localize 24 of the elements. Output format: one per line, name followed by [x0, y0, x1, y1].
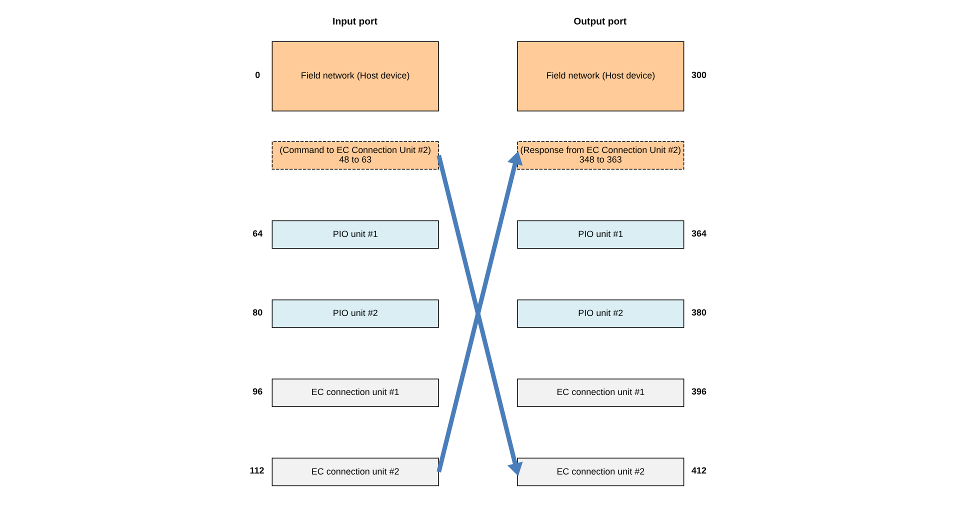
node-label: 380: [691, 307, 706, 318]
node-box: EC connection unit #2: [516, 458, 684, 486]
node-label: 412: [691, 466, 706, 476]
node-label: 96: [252, 386, 262, 397]
node-label: 112: [249, 466, 264, 476]
node-box: PIO unit #2: [516, 300, 684, 328]
node-box: PIO unit #2: [271, 300, 438, 328]
node-box: Field network (Host device): [516, 41, 684, 112]
node-box: EC connection unit #1: [271, 378, 438, 407]
node-box: PIO unit #1: [271, 220, 438, 249]
node-label: 64: [252, 228, 262, 238]
node-box: PIO unit #1: [516, 220, 684, 249]
node-label: 0: [254, 70, 260, 80]
node-box: EC connection unit #1: [516, 378, 684, 407]
node-box: (Command to EC Connection Unit #2) 48 to 63: [271, 141, 438, 170]
node-label: 364: [691, 228, 706, 238]
node-label: 300: [691, 70, 706, 80]
node-box: EC connection unit #2: [271, 458, 438, 486]
node-label: 396: [691, 386, 706, 397]
label: Output port: [573, 16, 626, 28]
label: Input port: [332, 16, 377, 28]
node-box: Field network (Host device): [271, 41, 438, 112]
node-label: 80: [252, 307, 262, 318]
node-box: (Response from EC Connection Unit #2) 348 to 363: [516, 141, 684, 170]
